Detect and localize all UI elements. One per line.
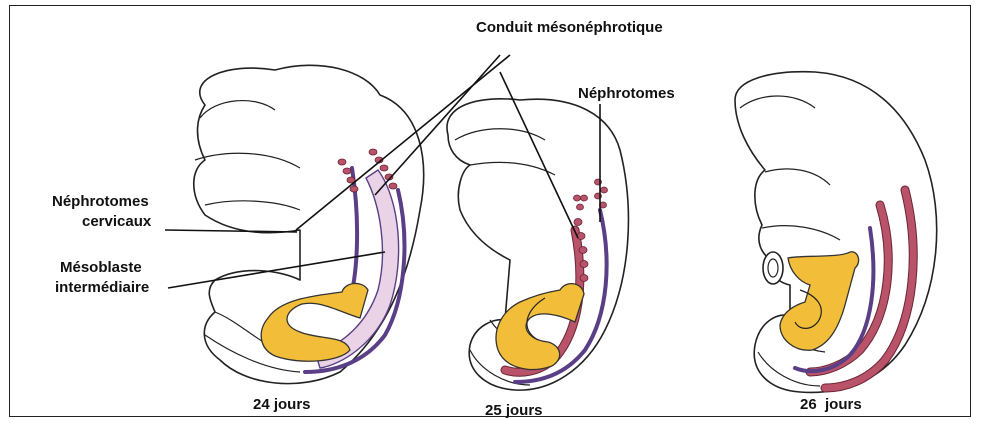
embryo-26-days bbox=[735, 72, 937, 393]
label-nephrotomes-cervicaux-1: Néphrotomes bbox=[52, 193, 149, 210]
embryo-26-heart bbox=[763, 252, 783, 284]
caption-26-jours: 26 jours bbox=[800, 396, 862, 413]
label-nephrotomes: Néphrotomes bbox=[578, 85, 675, 102]
label-conduit: Conduit mésonéphrotique bbox=[476, 19, 663, 36]
caption-25-jours: 25 jours bbox=[485, 402, 543, 419]
label-nephrotomes-cervicaux-2: cervicaux bbox=[82, 213, 152, 230]
caption-24-jours: 24 jours bbox=[253, 396, 311, 413]
label-mesoblaste-1: Mésoblaste bbox=[60, 259, 142, 276]
embryo-25-days bbox=[447, 99, 628, 390]
embryo-26-body bbox=[735, 72, 937, 393]
embryo-24-days bbox=[194, 65, 424, 383]
label-mesoblaste-2: intermédiaire bbox=[55, 279, 149, 296]
